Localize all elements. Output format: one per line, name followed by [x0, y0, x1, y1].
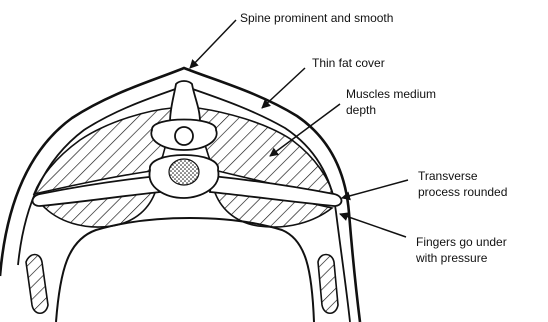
transverse-process-arrow [342, 180, 408, 198]
body-cavity-line [56, 218, 314, 322]
muscles-label-line2: depth [346, 103, 376, 117]
fat-cover-label: Thin fat cover [312, 56, 385, 70]
spinal-canal [175, 127, 193, 145]
spine-label: Spine prominent and smooth [240, 11, 393, 25]
right-rib [318, 255, 338, 314]
spine-arrow [190, 20, 236, 68]
fingers-label-line1: Fingers go under [416, 235, 507, 249]
vertebra-marrow [169, 159, 199, 185]
muscles-label-line1: Muscles medium [346, 87, 436, 101]
transverse-label-line1: Transverse [418, 169, 478, 183]
fingers-label-line2: with pressure [415, 251, 488, 265]
left-rib [26, 255, 48, 314]
transverse-label-line2: process rounded [418, 185, 507, 199]
fat-cover-arrow [262, 68, 305, 108]
